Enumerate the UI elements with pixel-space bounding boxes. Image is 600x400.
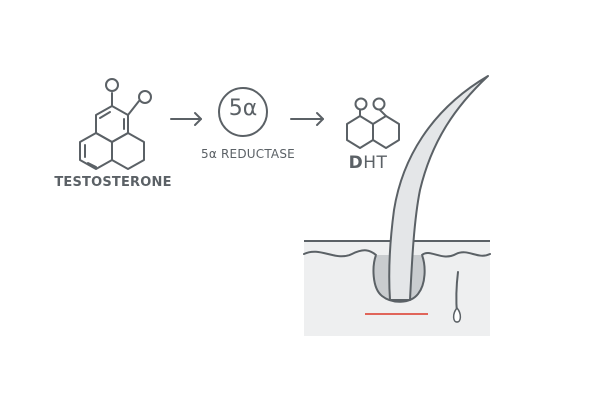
reductase-label: 5α REDUCTASE xyxy=(201,147,295,161)
sweat-duct-drop xyxy=(452,306,462,323)
dht-label-first: D xyxy=(348,153,364,173)
oxygen-atom xyxy=(372,97,386,111)
arrow-right-icon xyxy=(170,112,202,126)
enzyme-circle xyxy=(218,87,268,137)
oxygen-atom xyxy=(105,78,119,92)
dht-molecule xyxy=(346,97,400,149)
enzyme-symbol: 5α xyxy=(228,96,258,121)
testosterone-label: TESTOSTERONE xyxy=(54,175,172,190)
oxygen-atom xyxy=(354,97,368,111)
skin-cross-section xyxy=(303,75,491,336)
oxygen-atom xyxy=(138,90,152,104)
testosterone-molecule xyxy=(79,78,152,170)
hair-strand xyxy=(388,75,489,301)
dht-label-rest: HT xyxy=(363,153,388,173)
dht-label: DHT xyxy=(338,153,398,173)
arrow-right-icon xyxy=(290,112,324,126)
